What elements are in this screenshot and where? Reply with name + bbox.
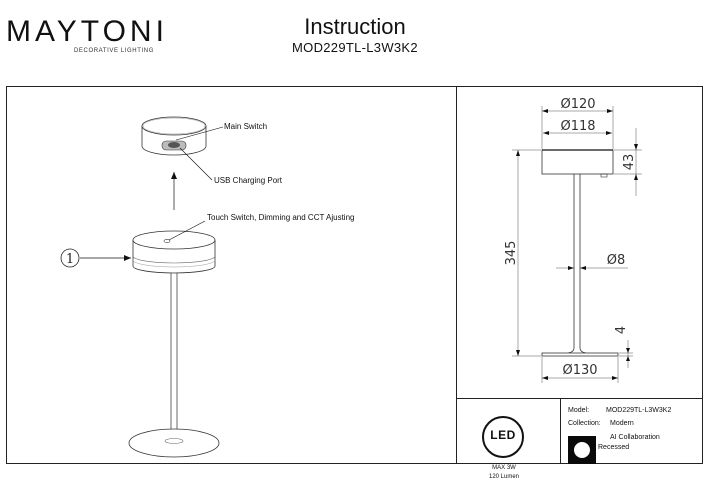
dim-base-thickness: 4 (614, 326, 629, 334)
main-switch-label: Main Switch (224, 122, 267, 131)
brand-name: MAYTONI (6, 15, 168, 48)
max-power: MAX 3W (492, 465, 516, 471)
lamp-head-top-view (141, 116, 207, 156)
dim-top-inner-diameter: Ø118 (560, 119, 595, 134)
spec-divider (456, 398, 703, 399)
model-label: Model: (568, 407, 590, 414)
dim-base-diameter: Ø130 (562, 363, 597, 378)
dimension-drawing (512, 106, 642, 383)
dim-head-height: 43 (622, 154, 637, 171)
lamp-stem (165, 273, 183, 442)
page-title: Instruction (304, 14, 406, 39)
brand-logo: MAYTONI DECORATIVE LIGHTING (6, 14, 166, 56)
collection-label: Collection: (568, 420, 601, 427)
led-badge: LED (490, 428, 516, 442)
lamp-base (128, 428, 220, 458)
dim-top-outer-diameter: Ø120 (560, 97, 595, 112)
model-value: MOD229TL-L3W3K2 (606, 407, 672, 414)
drawing-frame (6, 86, 703, 464)
usb-port-leader (179, 147, 213, 181)
brand-tagline: DECORATIVE LIGHTING (74, 48, 154, 54)
touch-switch-leader (168, 220, 206, 241)
callout-circle (60, 248, 80, 268)
callout-number: 1 (66, 252, 74, 267)
recessed-icon-dot (574, 442, 590, 458)
main-switch-leader (175, 126, 224, 141)
collection-value: Modern (610, 420, 634, 427)
dim-stem-diameter: Ø8 (607, 253, 626, 268)
collab-line-1: AI Collaboration (610, 434, 660, 441)
lumen-output: 120 Lumen (488, 474, 520, 480)
collab-line-2: Recessed (598, 444, 630, 451)
usb-port-label: USB Charging Port (214, 176, 283, 185)
touch-switch-label: Touch Switch, Dimming and CCT Ajusting (207, 213, 354, 222)
lamp-head (132, 230, 216, 274)
dim-total-height: 345 (504, 241, 519, 266)
model-code: MOD229TL-L3W3K2 (292, 40, 418, 55)
spec-column-divider (560, 398, 561, 464)
panel-divider (456, 86, 457, 464)
led-icon (482, 416, 524, 458)
